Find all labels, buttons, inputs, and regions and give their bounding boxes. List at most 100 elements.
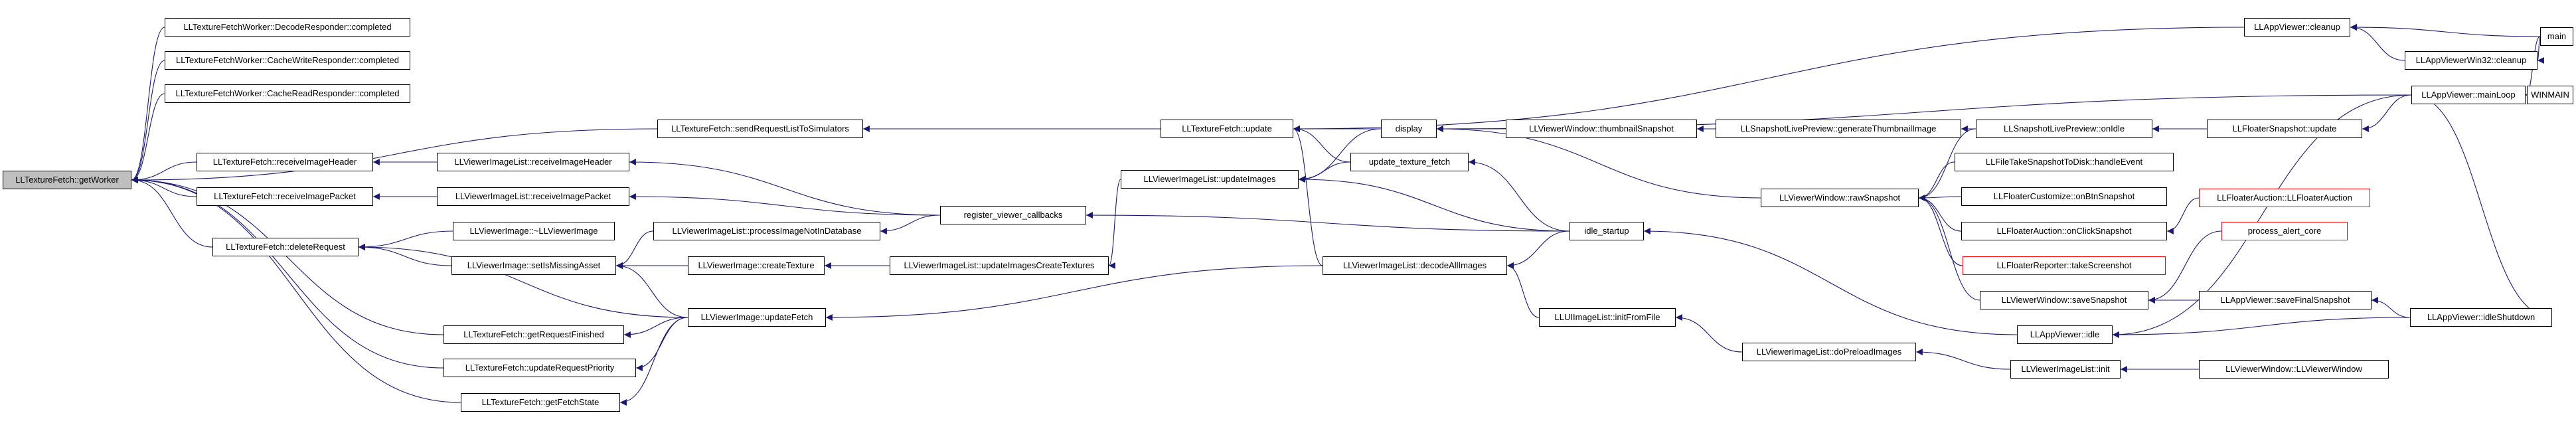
- node-idle-startup[interactable]: idle_startup: [1570, 222, 1644, 240]
- node-decode-responder[interactable]: LLTextureFetchWorker::DecodeResponder::c…: [165, 18, 410, 37]
- node-snapshot-live-preview-on-idle[interactable]: LLSnapshotLivePreview::onIdle: [1976, 120, 2152, 138]
- node-get-fetch-state[interactable]: LLTextureFetch::getFetchState: [461, 393, 620, 412]
- node-thumbnail-snapshot[interactable]: LLViewerWindow::thumbnailSnapshot: [1506, 120, 1697, 138]
- node-app-viewer-win32-cleanup[interactable]: LLAppViewerWin32::cleanup: [2405, 51, 2537, 70]
- node-process-alert-core[interactable]: process_alert_core: [2221, 222, 2348, 240]
- node-receive-image-header[interactable]: LLTextureFetch::receiveImageHeader: [197, 153, 373, 171]
- edge-getFetchState-to-getWorker: [131, 177, 461, 403]
- node-save-final-snapshot[interactable]: LLAppViewer::saveFinalSnapshot: [2199, 291, 2372, 309]
- edge-cacheRead-to-getWorker: [131, 93, 165, 183]
- node-vil-receive-image-header[interactable]: LLViewerImageList::receiveImageHeader: [437, 153, 629, 171]
- edge-idleStartup-to-updTexFetch: [1468, 159, 1570, 232]
- edge-idleShut-to-saveFinal: [2371, 297, 2411, 318]
- node-floater-auction-on-click-snapshot[interactable]: LLFloaterAuction::onClickSnapshot: [1961, 222, 2167, 240]
- node-save-snapshot[interactable]: LLViewerWindow::saveSnapshot: [1980, 291, 2148, 309]
- edge-viDtor-to-delReq: [358, 230, 453, 250]
- node-cache-write-responder[interactable]: LLTextureFetchWorker::CacheWriteResponde…: [165, 51, 410, 70]
- node-raw-snapshot[interactable]: LLViewerWindow::rawSnapshot: [1761, 189, 1919, 207]
- node-delete-request[interactable]: LLTextureFetch::deleteRequest: [212, 238, 359, 256]
- node-floater-snapshot-update[interactable]: LLFloaterSnapshot::update: [2207, 120, 2362, 138]
- edge-saveSnap-to-rawSnap: [1918, 195, 1980, 301]
- edge-w32cleanup-to-cleanup: [2350, 24, 2405, 61]
- edge-updFetch-to-getReqFin: [623, 317, 688, 338]
- node-process-image-not-in-database[interactable]: LLViewerImageList::processImageNotInData…: [653, 222, 880, 240]
- edge-getReqFin-to-getWorker: [131, 177, 444, 335]
- edge-updFetch-to-setMissing: [615, 262, 688, 318]
- edge-regCb-to-vilRecvHdr: [629, 159, 941, 216]
- node-winmain[interactable]: WINMAIN: [2527, 86, 2573, 104]
- node-display[interactable]: display: [1381, 120, 1437, 138]
- node-update-images-create-textures[interactable]: LLViewerImageList::updateImagesCreateTex…: [890, 256, 1109, 275]
- node-receive-image-packet[interactable]: LLTextureFetch::receiveImagePacket: [197, 187, 373, 206]
- node-send-request-list[interactable]: LLTextureFetch::sendRequestListToSimulat…: [657, 120, 863, 138]
- node-floater-customize-on-btn-snapshot[interactable]: LLFloaterCustomize::onBtnSnapshot: [1961, 187, 2167, 206]
- node-main[interactable]: main: [2540, 27, 2573, 46]
- node-update-request-priority[interactable]: LLTextureFetch::updateRequestPriority: [443, 359, 636, 377]
- edge-rawSnap-to-display: [1436, 126, 1761, 199]
- edge-delReq-to-getWorker: [131, 177, 213, 248]
- node-viewer-window-constructor[interactable]: LLViewerWindow::LLViewerWindow: [2199, 360, 2389, 379]
- node-decode-all-images[interactable]: LLViewerImageList::decodeAllImages: [1323, 256, 1507, 275]
- node-floater-auction-constructor[interactable]: LLFloaterAuction::LLFloaterAuction: [2199, 189, 2370, 207]
- edge-mainLoop-to-floaterSnapUpd: [2362, 94, 2412, 132]
- edge-repShot-to-rawSnap: [1918, 195, 1963, 266]
- edge-idleShut-to-appIdle: [2112, 317, 2411, 338]
- edge-idleStartup-to-decodeAll: [1506, 230, 1570, 269]
- node-idle-shutdown[interactable]: LLAppViewer::idleShutdown: [2410, 308, 2552, 327]
- node-create-texture[interactable]: LLViewerImage::createTexture: [688, 256, 825, 275]
- node-texture-fetch-update[interactable]: LLTextureFetch::update: [1161, 120, 1293, 138]
- edge-doPreload-to-uiInit: [1675, 314, 1743, 353]
- edge-fileTake-to-rawSnap: [1918, 161, 1955, 201]
- edge-decodeAll-to-texUpd: [1293, 126, 1323, 266]
- node-cache-read-responder[interactable]: LLTextureFetchWorker::CacheReadResponder…: [165, 84, 410, 103]
- edge-updTexFetch-to-updImgs: [1298, 161, 1351, 183]
- edge-decodeAll-to-updFetch: [825, 265, 1323, 321]
- edge-updFetch-to-updPrio: [635, 317, 688, 371]
- edge-updFetch-to-delReq: [358, 244, 688, 318]
- edge-updFetch-to-getFetchState: [619, 317, 688, 406]
- edge-procNotDb-to-setMissing: [615, 230, 654, 269]
- edge-main-to-cleanup: [2350, 24, 2541, 37]
- edge-updImgs-to-updCreateTex: [1108, 179, 1121, 269]
- node-do-preload-images[interactable]: LLViewerImageList::doPreloadImages: [1742, 343, 1916, 361]
- edge-appIdle-to-idleStartup: [1643, 228, 2018, 335]
- edge-decodeResp-to-getWorker: [131, 27, 165, 183]
- node-floater-reporter-take-screenshot[interactable]: LLFloaterReporter::takeScreenshot: [1963, 256, 2166, 275]
- node-set-is-missing-asset[interactable]: LLViewerImage::setIsMissingAsset: [451, 256, 616, 275]
- edge-uiInit-to-decodeAll: [1506, 262, 1540, 318]
- edge-aucCtor-to-aucSnap: [2166, 197, 2200, 234]
- edge-updTexFetch-to-texUpd: [1293, 126, 1351, 163]
- edge-setMissing-to-delReq: [358, 244, 452, 266]
- edge-vilInit-to-doPreload: [1915, 349, 2011, 370]
- edge-mainLoop-to-idleShut: [2411, 94, 2553, 321]
- node-get-worker: LLTextureFetch::getWorker: [3, 171, 131, 189]
- node-vil-receive-image-packet[interactable]: LLViewerImageList::receiveImagePacket: [437, 187, 629, 206]
- edge-procAlert-to-saveSnap: [2148, 230, 2222, 303]
- edge-aucSnap-to-rawSnap: [1918, 195, 1962, 232]
- node-viewer-image-destructor[interactable]: LLViewerImage::~LLViewerImage: [453, 222, 615, 240]
- node-ui-image-list-init-from-file[interactable]: LLUIImageList::initFromFile: [1539, 308, 1676, 327]
- edge-main-to-w32cleanup: [2537, 36, 2544, 64]
- node-generate-thumbnail-image[interactable]: LLSnapshotLivePreview::generateThumbnail…: [1716, 120, 1961, 138]
- node-file-take-snapshot-to-disk[interactable]: LLFileTakeSnapshotToDisk::handleEvent: [1955, 153, 2174, 171]
- node-update-texture-fetch[interactable]: update_texture_fetch: [1350, 153, 1469, 171]
- edge-mainLoop-to-appIdle: [2112, 94, 2412, 338]
- edge-idleStartup-to-updImgs: [1298, 176, 1570, 232]
- edge-sendReq-to-getWorker: [131, 128, 658, 183]
- node-register-viewer-callbacks[interactable]: register_viewer_callbacks: [940, 206, 1086, 224]
- edge-regCb-to-vilRecvPkt: [629, 193, 941, 216]
- node-get-request-finished[interactable]: LLTextureFetch::getRequestFinished: [443, 325, 624, 344]
- node-app-viewer-idle[interactable]: LLAppViewer::idle: [2017, 325, 2113, 344]
- edge-updPrio-to-getWorker: [131, 177, 444, 369]
- edge-idleStartup-to-regCb: [1086, 212, 1570, 232]
- edge-cacheWrite-to-getWorker: [131, 60, 165, 183]
- node-update-fetch[interactable]: LLViewerImage::updateFetch: [688, 308, 826, 327]
- node-app-viewer-cleanup[interactable]: LLAppViewer::cleanup: [2244, 18, 2350, 37]
- node-main-loop[interactable]: LLAppViewer::mainLoop: [2411, 86, 2526, 104]
- node-viewer-image-list-init[interactable]: LLViewerImageList::init: [2010, 360, 2121, 379]
- edge-onIdle-to-rawSnap: [1918, 128, 1976, 201]
- node-update-images[interactable]: LLViewerImageList::updateImages: [1121, 170, 1299, 189]
- edge-recvHdr-to-getWorker: [131, 161, 197, 183]
